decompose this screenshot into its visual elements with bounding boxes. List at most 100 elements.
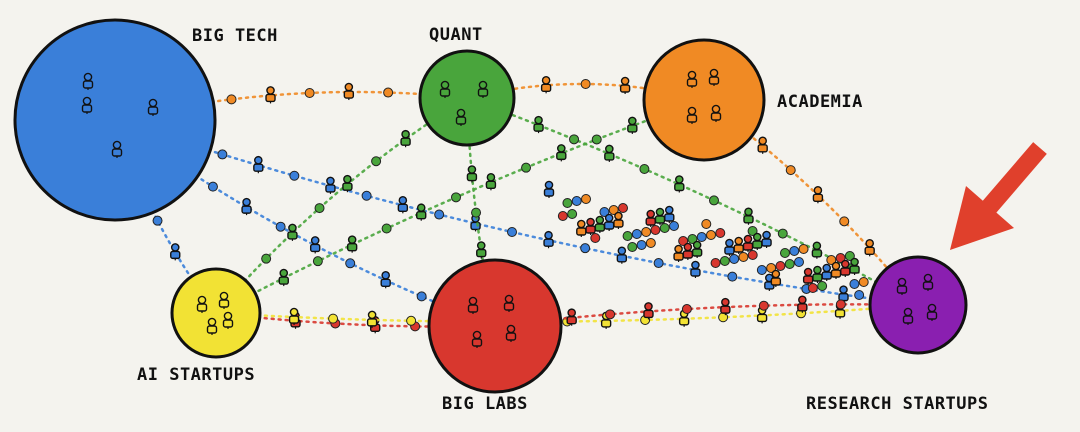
walker-icon bbox=[864, 239, 875, 257]
walker-icon bbox=[603, 213, 615, 231]
flow-quant-to-ai-startups bbox=[214, 96, 469, 315]
walker-dot bbox=[817, 281, 828, 291]
walker-icon bbox=[682, 242, 694, 260]
walker-icon bbox=[566, 308, 577, 326]
walker-dot bbox=[727, 271, 738, 282]
person-icon bbox=[467, 296, 479, 314]
walker-icon bbox=[543, 180, 555, 198]
person-icon bbox=[505, 324, 517, 342]
walker-dot bbox=[406, 315, 417, 326]
walker-dot bbox=[775, 261, 786, 271]
walker-icon bbox=[654, 207, 666, 225]
walker-dot bbox=[371, 156, 382, 167]
walker-dot bbox=[758, 300, 769, 311]
walker-dot bbox=[835, 253, 846, 263]
person-icon bbox=[206, 317, 218, 335]
walker-icon bbox=[756, 306, 768, 324]
walker-icon bbox=[380, 270, 391, 289]
node-quant bbox=[418, 49, 516, 147]
walker-dot bbox=[507, 226, 518, 237]
walker-icon bbox=[840, 259, 851, 277]
walker-dot bbox=[858, 277, 869, 287]
walker-icon bbox=[241, 197, 252, 216]
walker-dot bbox=[450, 192, 461, 203]
walker-dot bbox=[521, 162, 532, 173]
person-icon bbox=[896, 277, 908, 295]
walker-dot bbox=[835, 299, 846, 310]
walker-dot bbox=[701, 219, 712, 229]
walker-dot bbox=[807, 283, 818, 293]
walker-dot bbox=[641, 227, 652, 237]
node-academia bbox=[642, 38, 766, 162]
walker-icon bbox=[288, 307, 300, 326]
walker-icon bbox=[673, 244, 684, 262]
person-icon bbox=[708, 68, 720, 86]
walker-dot bbox=[710, 258, 721, 268]
walker-dot bbox=[328, 313, 339, 324]
person-icon bbox=[686, 106, 698, 124]
walker-dot bbox=[669, 221, 679, 231]
walker-dot bbox=[275, 221, 286, 232]
walker-icon bbox=[619, 76, 631, 95]
walker-dot bbox=[361, 190, 372, 201]
walker-icon bbox=[400, 129, 411, 148]
person-icon bbox=[471, 330, 483, 348]
walker-dot bbox=[622, 231, 633, 241]
walker-dot bbox=[715, 228, 726, 238]
node-circle bbox=[642, 38, 766, 162]
walker-icon bbox=[253, 155, 264, 174]
walker-dot bbox=[590, 233, 601, 243]
walker-icon bbox=[485, 173, 497, 191]
walker-dot bbox=[780, 248, 790, 258]
walker-icon bbox=[343, 82, 355, 101]
person-icon bbox=[455, 108, 467, 126]
walker-dot bbox=[708, 195, 719, 206]
walker-icon bbox=[170, 243, 181, 261]
walker-icon bbox=[645, 209, 656, 227]
walker-dot bbox=[304, 87, 315, 98]
walker-dot bbox=[557, 211, 568, 221]
walker-dot bbox=[217, 149, 228, 160]
walker-dot bbox=[562, 198, 573, 208]
walker-icon bbox=[616, 246, 628, 264]
walker-icon bbox=[556, 144, 567, 162]
walker-icon bbox=[416, 203, 427, 221]
walker-icon bbox=[720, 297, 731, 316]
walker-icon bbox=[309, 236, 321, 254]
walker-dot bbox=[747, 226, 758, 236]
walker-dot bbox=[650, 225, 661, 235]
walker-dot bbox=[645, 238, 656, 248]
walker-dot bbox=[687, 234, 698, 244]
walker-dot bbox=[849, 279, 860, 289]
walker-dot bbox=[681, 304, 692, 315]
walker-dot bbox=[696, 232, 707, 242]
walker-dot bbox=[608, 205, 619, 215]
walker-dot bbox=[226, 94, 237, 105]
walker-icon bbox=[830, 261, 842, 279]
person-icon bbox=[926, 303, 938, 321]
walker-icon bbox=[690, 260, 701, 279]
walker-dot bbox=[839, 216, 850, 227]
label-research-startups: RESEARCH STARTUPS bbox=[806, 394, 989, 414]
walker-icon bbox=[287, 223, 298, 241]
walker-icon bbox=[366, 310, 378, 328]
person-icon bbox=[439, 80, 451, 98]
walker-icon bbox=[849, 257, 860, 275]
walker-dot bbox=[381, 223, 392, 234]
person-icon bbox=[710, 104, 722, 122]
walker-dot bbox=[719, 256, 730, 266]
walker-dot bbox=[261, 253, 272, 264]
walker-icon bbox=[346, 235, 358, 253]
walker-dot bbox=[659, 223, 670, 233]
walker-icon bbox=[674, 175, 685, 193]
walker-dot bbox=[653, 258, 664, 269]
walker-dot bbox=[591, 134, 602, 145]
walker-dot bbox=[798, 244, 809, 254]
person-icon bbox=[218, 291, 230, 309]
walker-icon bbox=[761, 230, 772, 248]
walker-icon bbox=[265, 86, 276, 104]
label-big-labs: BIG LABS bbox=[442, 394, 528, 414]
walker-dot bbox=[777, 228, 788, 239]
walker-icon bbox=[594, 215, 606, 233]
